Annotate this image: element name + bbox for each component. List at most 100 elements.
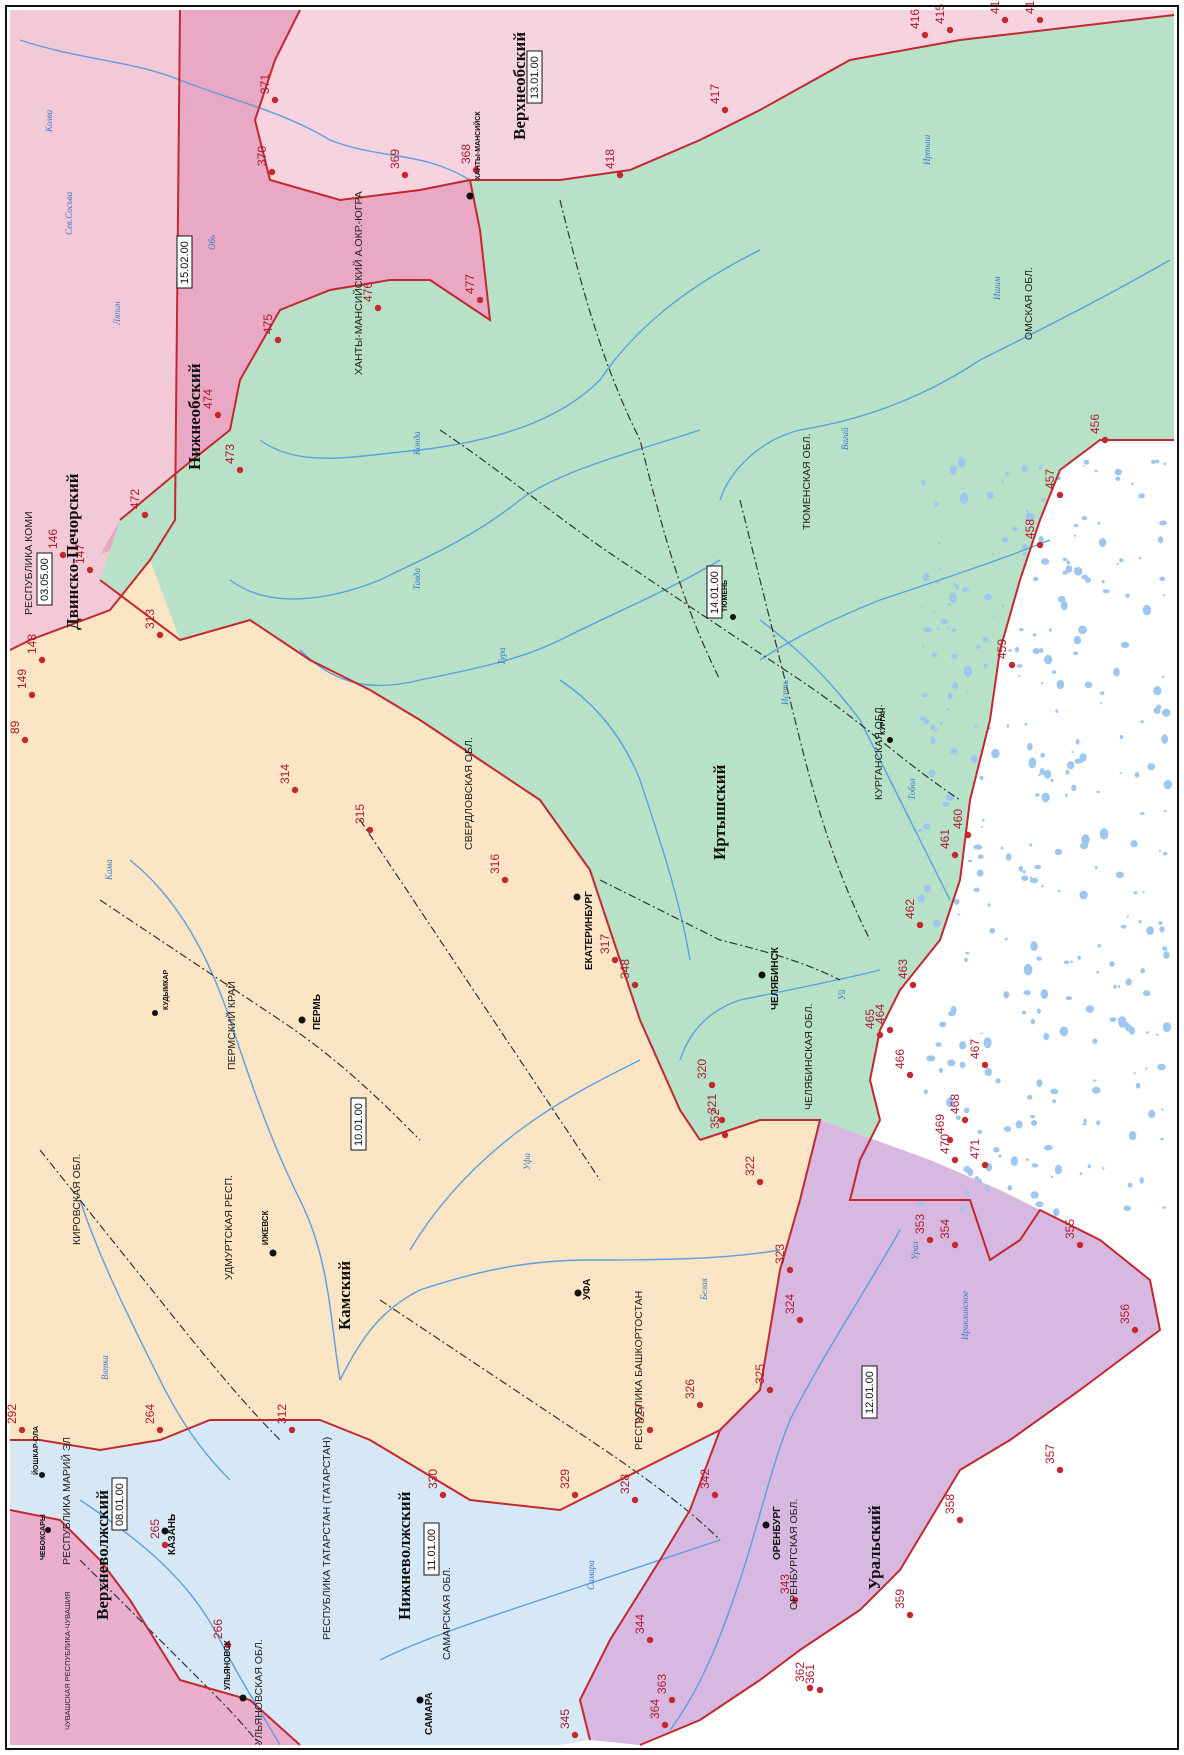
lake xyxy=(1157,536,1164,544)
gauge-point-label: 343 xyxy=(778,1574,792,1594)
gauge-point-dot xyxy=(756,1178,764,1186)
lake xyxy=(1036,956,1042,961)
gauge-point-label: 361 xyxy=(803,1664,817,1684)
city-label-izhevsk: ИЖЕВСК xyxy=(261,1210,270,1245)
region-label-mari: РЕСПУБЛИКА МАРИЙ ЭЛ xyxy=(60,1437,73,1565)
lake xyxy=(1162,946,1168,952)
basin-boundary-uralsky-nizhnevolzhsky xyxy=(578,1429,721,1741)
lake xyxy=(1021,875,1029,881)
lake xyxy=(1100,702,1103,705)
river-label-tavda: Тавда xyxy=(412,568,422,590)
lake xyxy=(980,826,984,828)
lake xyxy=(1073,635,1082,645)
date-box-dvinsko-pechorsky: 03.05.00 xyxy=(36,552,53,606)
lake xyxy=(1138,557,1142,560)
gauge-point-label: 464 xyxy=(873,1004,887,1024)
river-label-ural: Урал xyxy=(910,1241,920,1260)
lake xyxy=(1102,589,1110,594)
city-dot-cheboksary xyxy=(45,1527,51,1533)
gauge-point-dot xyxy=(611,956,619,964)
river-label-tura: Тура xyxy=(497,647,507,665)
gauge-point-dot xyxy=(926,1236,934,1244)
gauge-point-dot xyxy=(921,31,929,39)
gauge-point-label: 475 xyxy=(261,314,275,334)
gauge-point-label: 147 xyxy=(73,544,87,564)
lake xyxy=(1091,1086,1101,1094)
gauge-point-dot xyxy=(696,1401,704,1409)
lake xyxy=(1162,594,1166,596)
lake xyxy=(950,748,958,755)
lake xyxy=(1084,681,1093,689)
lake xyxy=(1073,534,1077,537)
river-label-konda: Конда xyxy=(412,431,422,456)
gauge-point-dot xyxy=(501,876,509,884)
lake xyxy=(931,652,937,658)
city-dot-khanty-mansiysk xyxy=(466,192,474,200)
lake xyxy=(923,884,931,893)
lake xyxy=(947,603,952,606)
lake xyxy=(1025,1158,1029,1161)
city-label-kazan: КАЗАНЬ xyxy=(167,1514,178,1555)
lake xyxy=(1102,1166,1105,1170)
lake xyxy=(1006,724,1010,728)
lake xyxy=(1035,1201,1044,1208)
region-boundary xyxy=(99,899,421,1141)
lake xyxy=(973,887,980,892)
lake xyxy=(977,854,984,859)
lake xyxy=(1050,778,1054,783)
gauge-point-dot xyxy=(141,511,149,519)
lake xyxy=(991,748,1000,759)
city-dot-chelyabinsk xyxy=(758,971,766,979)
lake xyxy=(921,479,926,486)
lake xyxy=(1075,738,1080,745)
lake xyxy=(1032,648,1040,654)
lake xyxy=(1035,793,1040,797)
basin-area-irtyshsky xyxy=(100,15,1174,1260)
river-samara xyxy=(379,1539,721,1661)
river-label-samara: Самара xyxy=(586,1560,596,1590)
lake xyxy=(936,581,939,585)
gauge-point-label: 342 xyxy=(698,1469,712,1489)
lake xyxy=(1050,1088,1059,1095)
lake xyxy=(1093,1079,1096,1082)
gauge-point-dot xyxy=(161,1541,169,1549)
city-label-cheboksary: ЧЕБОКСАРЫ xyxy=(40,1514,47,1560)
region-boundary xyxy=(359,819,601,1181)
gauge-point-label: 463 xyxy=(896,959,910,979)
lake xyxy=(1079,1172,1083,1176)
lake xyxy=(1053,1208,1060,1217)
lake xyxy=(1096,1120,1101,1126)
lake xyxy=(983,663,988,669)
gauge-point-dot xyxy=(951,1241,959,1249)
gauge-point-dot xyxy=(791,1596,799,1604)
city-label-yekaterinburg: ЕКАТЕРИНБУРГ xyxy=(584,891,595,970)
lake xyxy=(930,724,935,731)
gauge-point-dot xyxy=(271,96,279,104)
gauge-point-dot xyxy=(916,921,924,929)
lake xyxy=(1164,809,1167,813)
gauge-point-dot xyxy=(886,1026,894,1034)
gauge-point-label: 472 xyxy=(128,489,142,509)
lake xyxy=(1030,1018,1036,1025)
lake xyxy=(959,1061,966,1069)
lake xyxy=(1038,648,1044,653)
city-dot-kurgan xyxy=(887,737,893,743)
river-label-vagai: Вагай xyxy=(840,427,850,450)
city-markers: ЕКАТЕРИНБУРГ ЧЕЛЯБИНСК ТЮМЕНЬ КУРГАН ХАН… xyxy=(31,111,893,1735)
river-label-kolva: Колва xyxy=(44,109,54,133)
basin-labels: Двинско-Печорский Нижнеобский Верхнеобск… xyxy=(63,32,884,1620)
date-box-nizhnevolzhsky: 11.01.00 xyxy=(423,1522,440,1576)
lake xyxy=(1059,1026,1069,1037)
lake xyxy=(953,582,957,586)
lake xyxy=(939,721,943,725)
lake xyxy=(947,1059,956,1067)
lake xyxy=(1033,576,1039,582)
lake xyxy=(1073,651,1079,656)
gauge-point-label: 473 xyxy=(223,444,237,464)
gauge-point-dot xyxy=(571,1731,579,1739)
region-label-kurgan: КУРГАНСКАЯ ОБЛ. xyxy=(873,704,885,800)
gauge-point-label: 313 xyxy=(143,609,157,629)
gauge-point-dot xyxy=(571,1491,579,1499)
river-irtysh xyxy=(719,259,1171,501)
river-uy xyxy=(679,969,881,1061)
